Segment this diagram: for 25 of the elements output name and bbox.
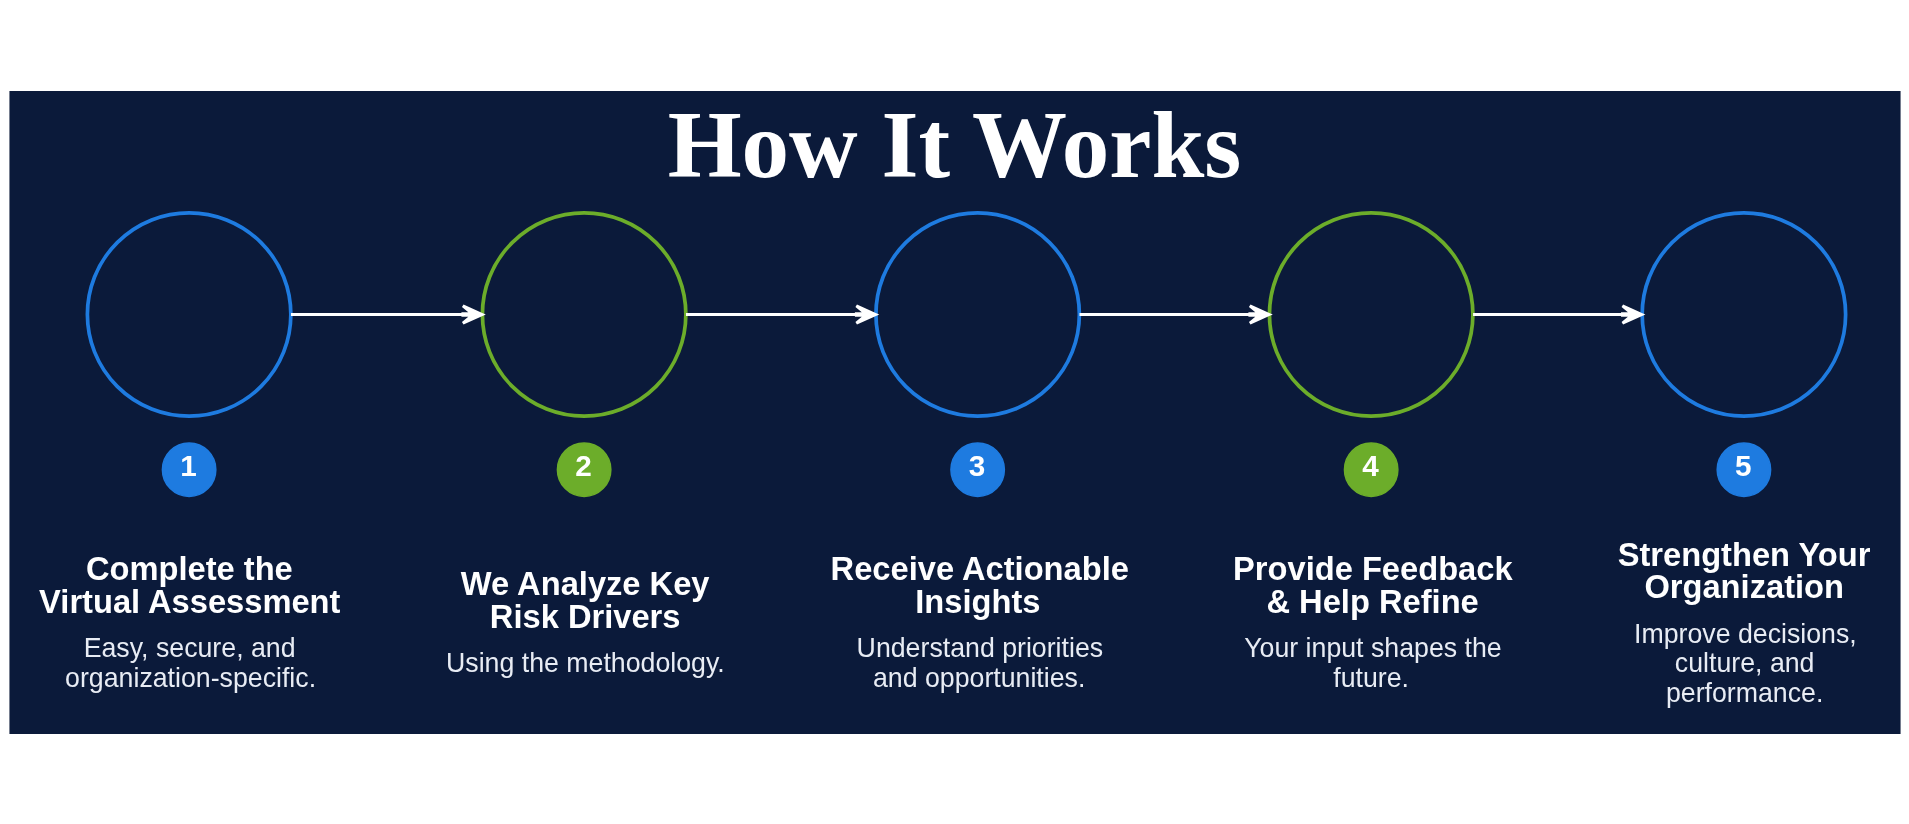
node-circle: 5 [1715,441,1771,497]
node-label: Strengthen Your Organization [1617,535,1870,605]
node-circle: 1 [161,441,217,497]
node-label: Easy, secure, and organization-specific. [64,632,316,693]
node-label: Complete the Virtual Assessment [38,549,340,620]
node-label: Using the methodology. [445,647,725,678]
node-circle [873,210,1081,418]
node-circle [480,210,688,418]
node-circle: 2 [556,441,612,497]
node-label: Understand priorities and opportunities. [856,632,1103,693]
node-circle [1267,210,1475,418]
node-circle [85,210,293,418]
node-label: Receive Actionable Insights [830,549,1129,620]
arrow [290,303,484,325]
node-circle: 3 [949,441,1005,497]
arrow [1079,303,1271,325]
node-label: Your input shapes the future. [1243,632,1502,693]
node-label: Improve decisions, culture, and performance. [1633,618,1857,708]
node-label: Provide Feedback & Help Refine [1232,549,1513,620]
arrow [1472,303,1643,325]
diagram-title: How It Works [667,91,1241,198]
node-circle: 4 [1343,441,1399,497]
node-circle [1639,210,1847,418]
arrow [685,303,877,325]
node-label: We Analyze Key Risk Drivers [460,564,710,635]
